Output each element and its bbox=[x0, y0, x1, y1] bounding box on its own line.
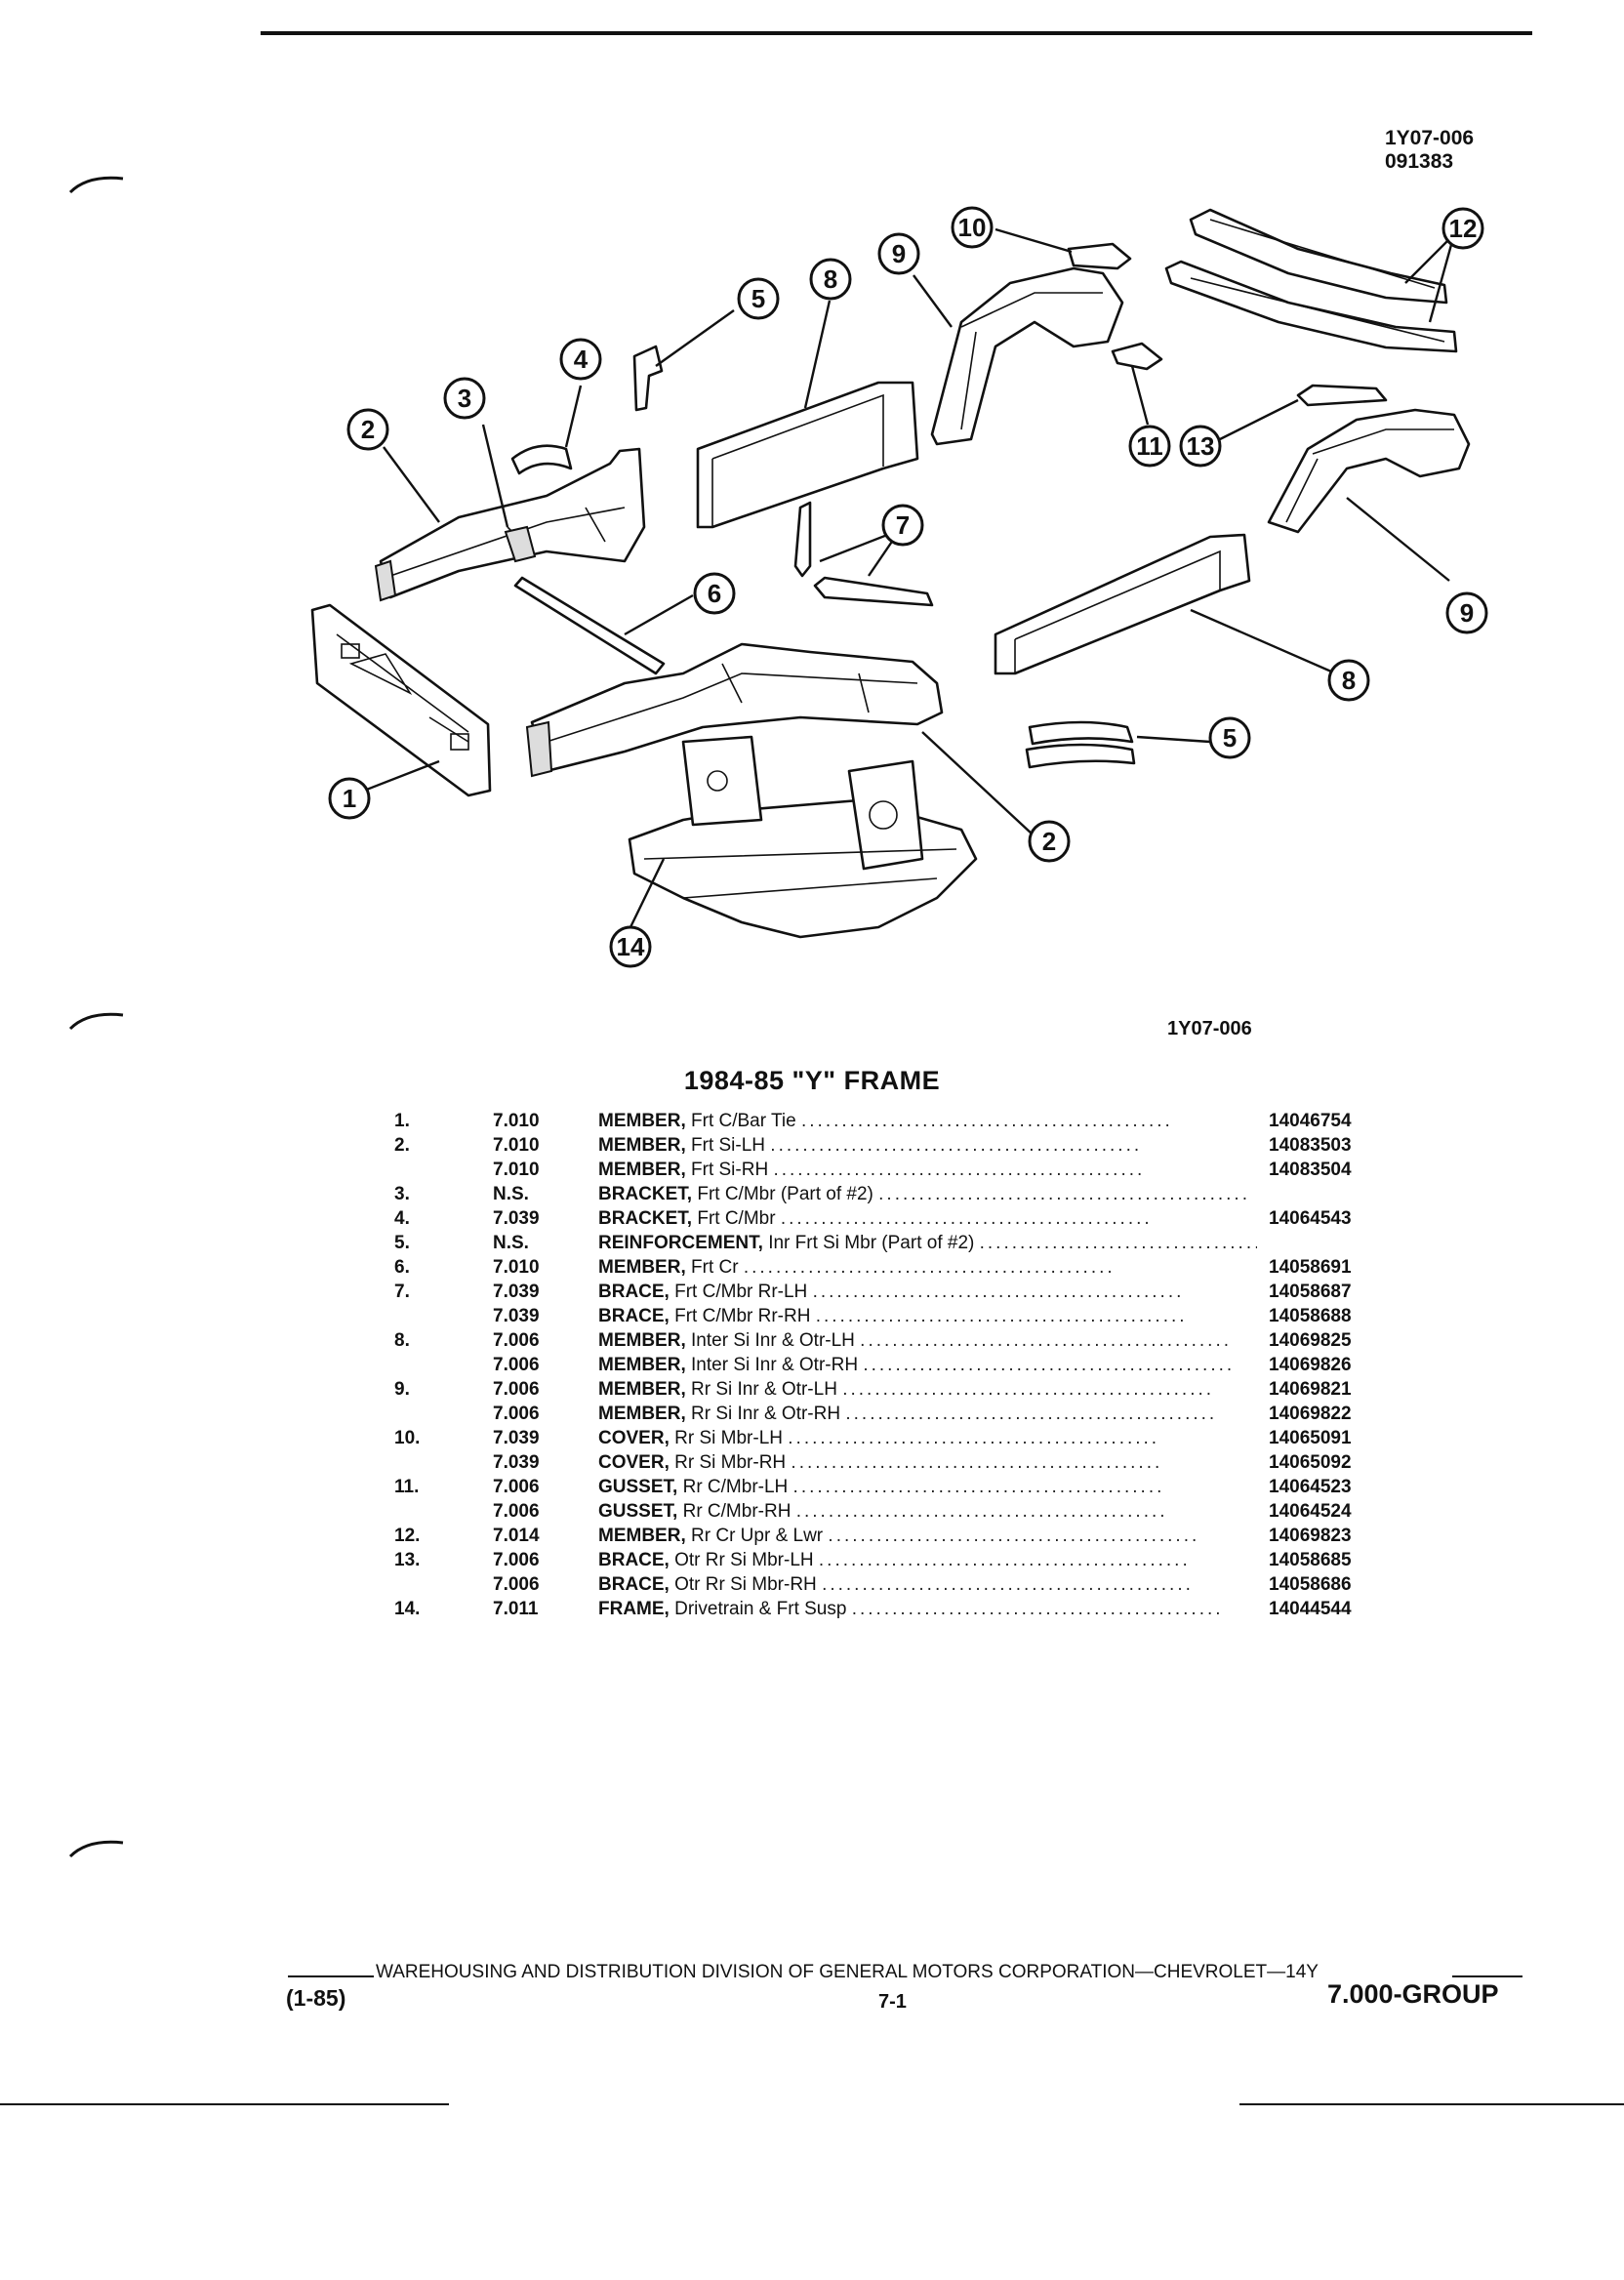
callout-8-upper: 8 bbox=[809, 258, 852, 301]
part-outer-rear-side-brace bbox=[1296, 384, 1388, 407]
part-inter-side-member-lower bbox=[994, 533, 1251, 675]
svg-text:5: 5 bbox=[1223, 723, 1237, 753]
footer-rule-left bbox=[288, 1975, 374, 1977]
callout-3: 3 bbox=[443, 377, 486, 420]
part-front-cmbr-brace-lh bbox=[793, 501, 812, 578]
svg-text:1: 1 bbox=[343, 784, 356, 813]
margin-mark-middle bbox=[68, 1012, 124, 1031]
footer-group: 7.000-GROUP bbox=[1327, 1979, 1499, 2009]
margin-mark-bottom bbox=[68, 1840, 124, 1858]
part-reinforcement-lower bbox=[1025, 720, 1136, 769]
part-rear-crossmember bbox=[1164, 208, 1458, 353]
svg-text:4: 4 bbox=[574, 345, 589, 374]
callout-8-lower: 8 bbox=[1327, 659, 1370, 702]
footer-org-line: WAREHOUSING AND DISTRIBUTION DIVISION OF… bbox=[376, 1962, 1319, 1982]
svg-text:7: 7 bbox=[896, 510, 910, 540]
svg-text:9: 9 bbox=[892, 239, 906, 268]
part-front-cmbr-bracket bbox=[510, 444, 573, 475]
top-rule bbox=[261, 31, 1532, 35]
header-date-code: 091383 bbox=[1385, 150, 1454, 173]
svg-text:6: 6 bbox=[708, 579, 721, 608]
part-drivetrain-frame bbox=[628, 735, 978, 939]
callout-2-lower: 2 bbox=[1028, 820, 1071, 863]
svg-text:13: 13 bbox=[1187, 431, 1215, 461]
callout-1: 1 bbox=[328, 777, 371, 820]
part-reinforcement-upper bbox=[632, 345, 664, 412]
callout-12: 12 bbox=[1441, 207, 1484, 250]
svg-text:14: 14 bbox=[617, 932, 645, 961]
bottom-rule-right bbox=[1239, 2103, 1624, 2105]
svg-text:3: 3 bbox=[458, 384, 471, 413]
header-code: 1Y07-006 bbox=[1385, 127, 1475, 149]
part-front-side-member-upper bbox=[374, 447, 646, 602]
footer-revision: (1-85) bbox=[286, 1985, 346, 2011]
callout-4: 4 bbox=[559, 338, 602, 381]
margin-mark-top bbox=[68, 176, 124, 194]
callout-5-upper: 5 bbox=[737, 277, 780, 320]
svg-text:8: 8 bbox=[1342, 666, 1356, 695]
callout-14: 14 bbox=[609, 925, 652, 968]
figure-code: 1Y07-006 bbox=[1167, 1018, 1252, 1039]
footer-page-number: 7-1 bbox=[878, 1991, 907, 2013]
svg-text:8: 8 bbox=[824, 265, 837, 294]
part-front-cmbr-bracket-inline bbox=[504, 525, 537, 563]
callout-9-lower: 9 bbox=[1445, 591, 1488, 634]
part-front-crossmember bbox=[513, 576, 666, 675]
svg-text:11: 11 bbox=[1136, 431, 1163, 461]
svg-text:9: 9 bbox=[1460, 598, 1474, 628]
part-front-side-member-lower bbox=[525, 642, 944, 778]
exploded-frame-diagram: 1 2 3 4 5 6 7 8 9 10 11 12 13 14 2 5 8 9 bbox=[310, 206, 1488, 968]
callout-7: 7 bbox=[881, 504, 924, 547]
callout-6: 6 bbox=[693, 572, 736, 615]
footer-rule-right bbox=[1452, 1975, 1522, 1977]
callout-13: 13 bbox=[1179, 425, 1222, 468]
part-front-cmbr-brace-rh bbox=[813, 576, 934, 607]
section-title: 1984-85 "Y" FRAME bbox=[683, 1066, 941, 1095]
callout-11: 11 bbox=[1128, 425, 1171, 468]
leader-lines bbox=[363, 227, 1456, 928]
part-front-crossbar-tie bbox=[310, 603, 492, 797]
part-rear-side-member-cover bbox=[1067, 242, 1132, 270]
callout-2-upper: 2 bbox=[346, 408, 389, 451]
svg-text:12: 12 bbox=[1449, 214, 1478, 243]
svg-text:5: 5 bbox=[751, 284, 765, 313]
svg-text:2: 2 bbox=[361, 415, 375, 444]
callout-10: 10 bbox=[951, 206, 994, 249]
svg-text:10: 10 bbox=[958, 213, 987, 242]
part-rear-side-member-upper bbox=[930, 266, 1124, 446]
part-rear-side-member-lower bbox=[1267, 408, 1471, 534]
svg-text:2: 2 bbox=[1042, 827, 1056, 856]
part-inter-side-member-upper bbox=[696, 381, 919, 529]
part-rear-cmbr-gusset bbox=[1111, 342, 1163, 371]
callout-9-upper: 9 bbox=[877, 232, 920, 275]
callout-5-lower: 5 bbox=[1208, 716, 1251, 759]
bottom-rule-left bbox=[0, 2103, 449, 2105]
